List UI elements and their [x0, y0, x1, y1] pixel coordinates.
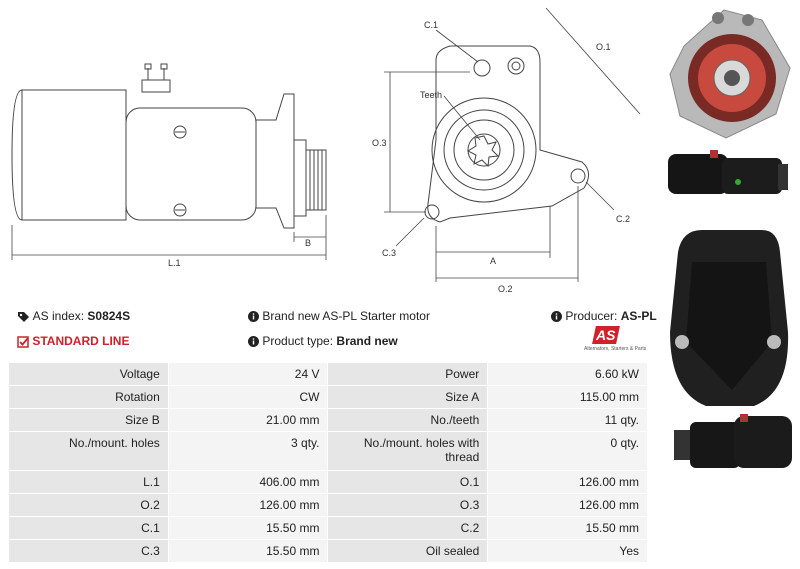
spec-value: 3 qty. — [167, 431, 329, 471]
logo-text: AS — [596, 327, 616, 343]
info-icon — [248, 336, 259, 348]
dim-label-teeth: Teeth — [420, 90, 442, 100]
table-row: L.1 406.00 mm O.1 126.00 mm — [8, 470, 648, 494]
spec-value: 126.00 mm — [487, 470, 648, 494]
product-description: Brand new AS-PL Starter motor — [262, 309, 430, 323]
spec-label: L.1 — [8, 470, 169, 494]
spec-value: Yes — [487, 539, 648, 563]
spec-value: 406.00 mm — [167, 470, 329, 494]
standard-line-text: STANDARD LINE — [32, 334, 130, 348]
product-type-label: Product type: — [262, 334, 334, 348]
table-row: C.3 15.50 mm Oil sealed Yes — [8, 539, 648, 563]
table-row: No./mount. holes 3 qty. No./mount. holes… — [8, 431, 648, 471]
dim-label-c3: C.3 — [382, 248, 396, 258]
side-view-drawing: B L.1 — [11, 63, 327, 268]
as-index-label: AS index: — [32, 309, 85, 323]
as-index-value: S0824S — [87, 309, 131, 323]
spec-value: CW — [167, 385, 329, 409]
spec-label: Oil sealed — [327, 539, 489, 563]
dim-label-c2: C.2 — [616, 214, 630, 224]
spec-label: No./mount. holes with thread — [327, 431, 489, 471]
dim-label-o3: O.3 — [372, 138, 387, 148]
table-row: Size B 21.00 mm No./teeth 11 qty. — [8, 408, 648, 432]
spec-value: 6.60 kW — [487, 362, 648, 386]
spec-value: 115.00 mm — [487, 385, 648, 409]
spec-label: No./mount. holes — [8, 431, 169, 471]
photo-rear-cover — [670, 230, 789, 406]
spec-table: Voltage 24 V Power 6.60 kW Rotation CW S… — [8, 362, 648, 563]
spec-label: Size A — [327, 385, 489, 409]
photo-side-view-2 — [674, 414, 792, 468]
spec-value: 11 qty. — [487, 408, 648, 432]
spec-value: 126.00 mm — [167, 493, 329, 517]
dim-label-b: B — [305, 238, 311, 248]
dim-label-o1: O.1 — [596, 42, 611, 52]
spec-label: Power — [327, 362, 489, 386]
spec-label: C.1 — [8, 516, 169, 540]
producer-value: AS-PL — [620, 309, 657, 323]
check-square-icon — [17, 336, 29, 348]
brand-logo: AS Alternators, Starters & Parts — [584, 326, 650, 358]
logo-tagline: Alternators, Starters & Parts — [584, 346, 647, 352]
spec-value: 24 V — [167, 362, 329, 386]
info-icon — [551, 311, 562, 323]
front-view-drawing: C.1 O.1 O.3 Teeth C.2 C.3 A O.2 — [372, 7, 641, 294]
product-type-line: Product type: Brand new — [248, 334, 398, 348]
table-row: Rotation CW Size A 115.00 mm — [8, 385, 648, 409]
photo-front-flange — [669, 9, 791, 139]
table-row: C.1 15.50 mm C.2 15.50 mm — [8, 516, 648, 540]
producer-line: Producer: AS-PL — [551, 309, 657, 323]
standard-line-badge: STANDARD LINE — [17, 334, 129, 348]
spec-label: O.1 — [327, 470, 489, 494]
dim-label-l1: L.1 — [168, 258, 181, 268]
spec-value: 21.00 mm — [167, 408, 329, 432]
spec-label: C.3 — [8, 539, 169, 563]
spec-label: O.3 — [327, 493, 489, 517]
spec-value: 15.50 mm — [487, 516, 648, 540]
photo-side-view-1 — [668, 150, 788, 194]
description-line: Brand new AS-PL Starter motor — [248, 309, 430, 323]
spec-label: Size B — [8, 408, 169, 432]
spec-value: 15.50 mm — [167, 539, 329, 563]
table-row: Voltage 24 V Power 6.60 kW — [8, 362, 648, 386]
producer-label: Producer: — [565, 309, 618, 323]
dim-label-o2: O.2 — [498, 284, 513, 294]
spec-value: 0 qty. — [487, 431, 648, 471]
spec-value: 126.00 mm — [487, 493, 648, 517]
as-index-line: AS index: S0824S — [17, 309, 130, 323]
dim-label-c1: C.1 — [424, 20, 438, 30]
spec-label: Voltage — [8, 362, 169, 386]
spec-label: O.2 — [8, 493, 169, 517]
spec-label: No./teeth — [327, 408, 489, 432]
table-row: O.2 126.00 mm O.3 126.00 mm — [8, 493, 648, 517]
spec-label: Rotation — [8, 385, 169, 409]
dim-label-a: A — [490, 256, 496, 266]
spec-label: C.2 — [327, 516, 489, 540]
spec-value: 15.50 mm — [167, 516, 329, 540]
info-icon — [248, 311, 259, 323]
tag-icon — [18, 311, 29, 322]
product-type-value: Brand new — [336, 334, 398, 348]
